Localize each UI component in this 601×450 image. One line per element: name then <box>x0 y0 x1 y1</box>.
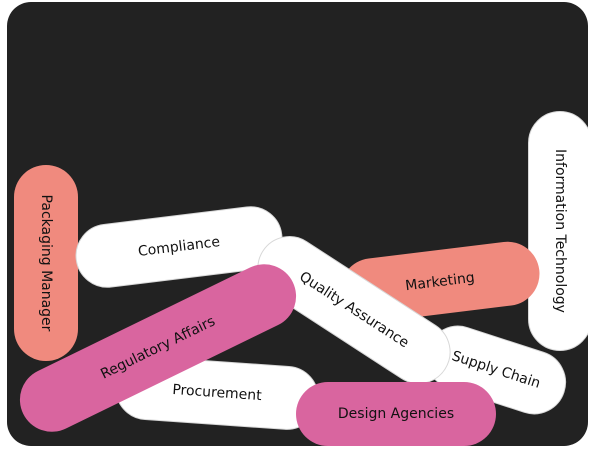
pill-packaging-manager[interactable]: Packaging Manager <box>14 165 78 361</box>
pill-label: Marketing <box>404 269 476 295</box>
pill-label: Compliance <box>137 234 221 260</box>
pill-design-agencies[interactable]: Design Agencies <box>296 382 496 446</box>
pill-information-technology[interactable]: Information Technology <box>528 111 588 351</box>
pill-label: Design Agencies <box>337 406 455 422</box>
pill-label: Packaging Manager <box>38 194 54 332</box>
pill-label: Information Technology <box>552 149 568 313</box>
pill-label: Procurement <box>171 381 263 405</box>
tag-board: Packaging Manager Compliance Information… <box>7 2 588 446</box>
